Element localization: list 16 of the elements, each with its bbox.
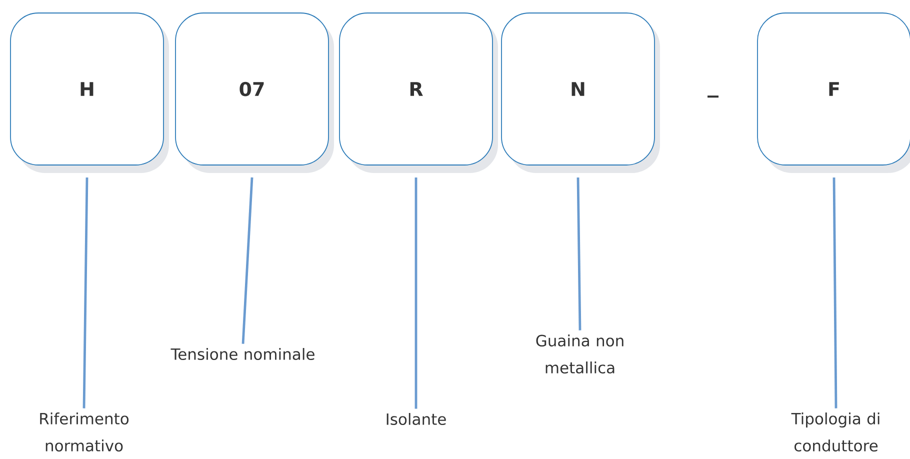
leader-line — [414, 177, 418, 409]
letter-box: R — [339, 12, 498, 173]
description-text: Tipologia di conduttore — [791, 412, 880, 452]
description-text: Isolante — [386, 413, 446, 425]
separator-mark: _ — [708, 96, 719, 98]
leader-line — [832, 177, 838, 408]
letter-box: N — [501, 12, 660, 173]
letter-box: H — [10, 12, 169, 173]
letter-box: F — [757, 12, 910, 173]
description-text: Tensione nominale — [170, 348, 314, 360]
description-text: Riferimento normativo — [40, 412, 129, 452]
description-text: Guaina non metallica — [536, 334, 624, 374]
leader-line — [82, 177, 88, 408]
leader-line — [576, 177, 582, 330]
letter-box: 07 — [175, 12, 334, 173]
leader-line — [242, 177, 254, 344]
